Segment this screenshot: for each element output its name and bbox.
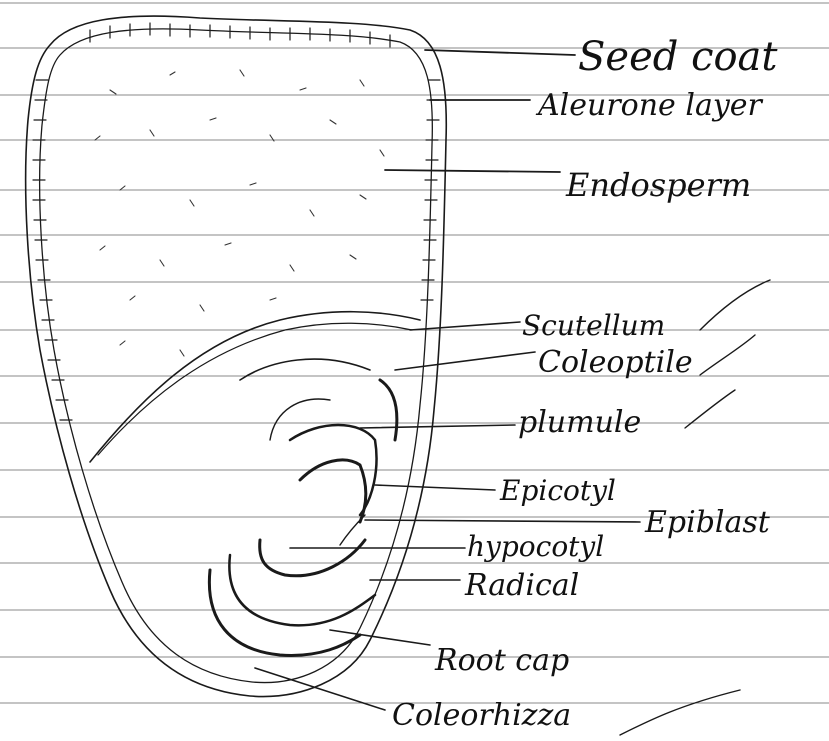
label-coleoptile: Coleoptile — [538, 345, 693, 380]
label-radical: Radical — [464, 568, 579, 603]
label-hypocotyl: hypocotyl — [467, 530, 604, 563]
label-epicotyl: Epicotyl — [499, 474, 616, 507]
endosperm-stipple — [95, 70, 384, 356]
label-seed-coat: Seed coat — [578, 34, 778, 80]
label-epiblast: Epiblast — [644, 505, 771, 540]
leader-lines — [255, 50, 640, 710]
label-endosperm: Endosperm — [565, 166, 751, 204]
label-aleurone-layer: Aleurone layer — [535, 88, 764, 123]
label-root-cap: Root cap — [434, 643, 569, 678]
label-scutellum: Scutellum — [522, 309, 665, 342]
labels: Seed coat Aleurone layer Endosperm Scute… — [392, 34, 778, 733]
embryo — [209, 359, 397, 655]
label-coleorhizza: Coleorhizza — [392, 698, 571, 733]
scutellum-outline — [90, 312, 420, 462]
aleurone-hatching — [33, 23, 440, 420]
label-plumule: plumule — [518, 405, 641, 440]
